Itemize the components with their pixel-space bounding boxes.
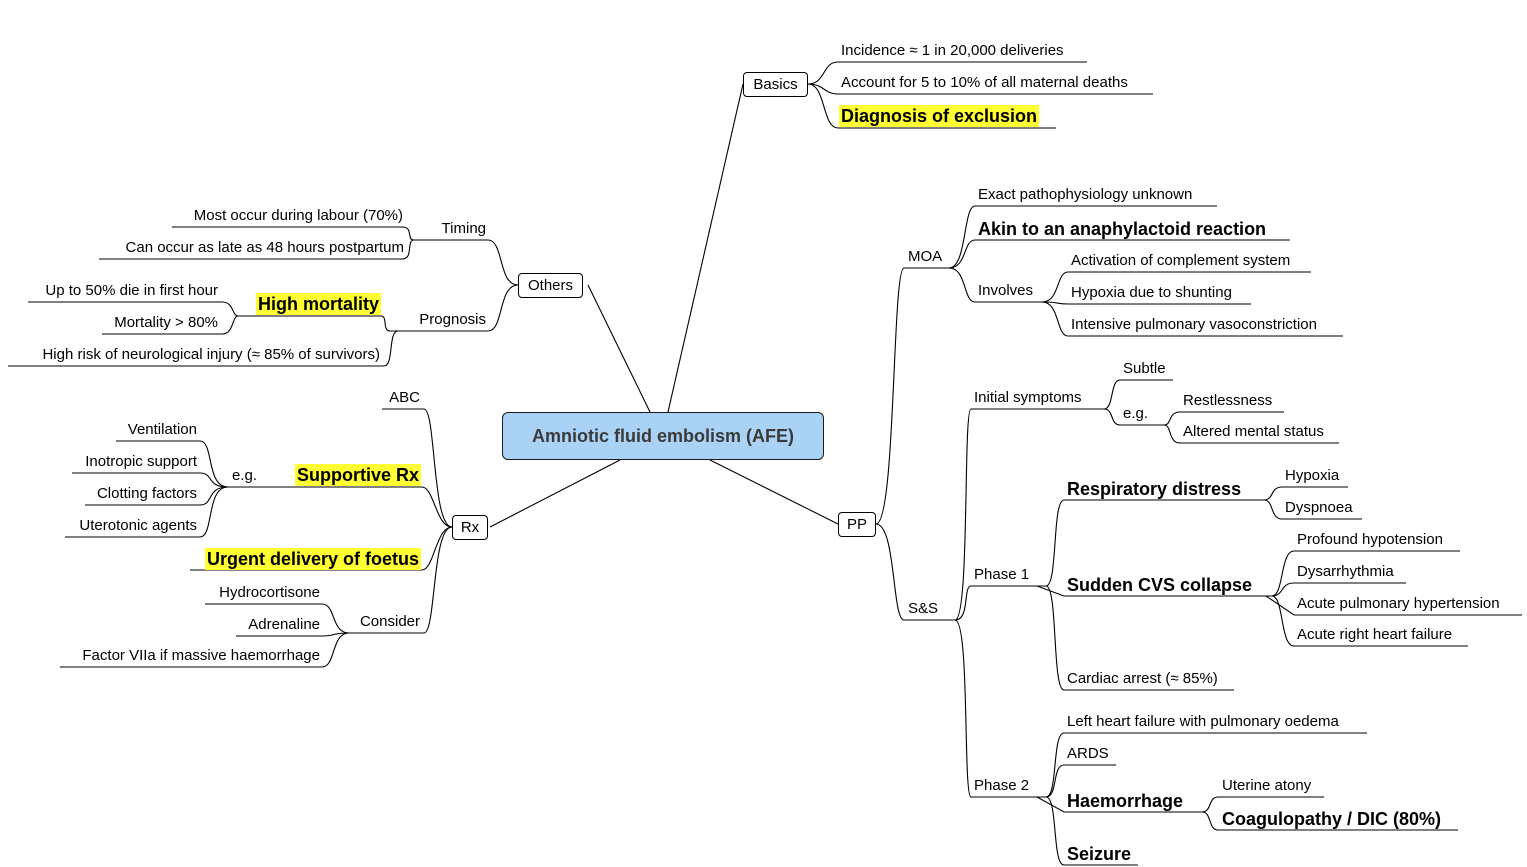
branch-others[interactable]: Others bbox=[518, 273, 583, 298]
supportive-eg-node: e.g. bbox=[231, 467, 257, 484]
link-central-basics bbox=[667, 83, 744, 413]
incidence-node: Incidence ≈ 1 in 20,000 deliveries bbox=[841, 42, 1064, 59]
urgent-delivery-node: Urgent delivery of foetus bbox=[204, 548, 421, 570]
initial-eg-node: e.g. bbox=[1123, 405, 1149, 422]
pathophysiology-node: Exact pathophysiology unknown bbox=[978, 186, 1193, 203]
vasoconstriction-node: Intensive pulmonary vasoconstriction bbox=[1071, 316, 1317, 333]
phase2-node: Phase 2 bbox=[974, 777, 1030, 794]
left-heart-failure-node: Left heart failure with pulmonary oedema bbox=[1067, 713, 1339, 730]
cvs-collapse-node: Sudden CVS collapse bbox=[1067, 575, 1253, 595]
consider-node: Consider bbox=[359, 613, 420, 630]
link-central-pp bbox=[709, 459, 839, 525]
coagulopathy-node: Coagulopathy / DIC (80%) bbox=[1222, 809, 1442, 829]
link-central-rx bbox=[489, 459, 621, 528]
hypoxia-node: Hypoxia bbox=[1285, 467, 1340, 484]
timing-node: Timing bbox=[441, 220, 486, 237]
high-mortality-node: High mortality bbox=[255, 293, 381, 315]
branch-others-label: Others bbox=[527, 277, 573, 294]
ss-node: S&S bbox=[908, 600, 939, 617]
first-hour-node: Up to 50% die in first hour bbox=[45, 282, 218, 299]
branch-pp-label: PP bbox=[846, 516, 867, 533]
central-topic-label: Amniotic fluid embolism (AFE) bbox=[531, 425, 794, 446]
diagnosis-of-exclusion-node: Diagnosis of exclusion bbox=[839, 105, 1040, 127]
uterine-atony-node: Uterine atony bbox=[1222, 777, 1312, 794]
altered-mental-node: Altered mental status bbox=[1183, 423, 1324, 440]
branch-pp[interactable]: PP bbox=[838, 512, 876, 537]
uterotonic-node: Uterotonic agents bbox=[79, 517, 197, 534]
mortality-rate-node: Mortality > 80% bbox=[114, 314, 218, 331]
dysrhythmia-node: Dysarrhythmia bbox=[1297, 563, 1394, 580]
abc-node: ABC bbox=[389, 389, 420, 406]
branch-rx[interactable]: Rx bbox=[452, 515, 488, 540]
complement-node: Activation of complement system bbox=[1071, 252, 1291, 269]
link-central-others bbox=[587, 284, 651, 413]
hypotension-node: Profound hypotension bbox=[1297, 531, 1443, 548]
respiratory-distress-node: Respiratory distress bbox=[1067, 479, 1242, 499]
pulmonary-hypertension-node: Acute pulmonary hypertension bbox=[1297, 595, 1500, 612]
branch-basics[interactable]: Basics bbox=[743, 72, 808, 97]
postpartum-node: Can occur as late as 48 hours postpartum bbox=[125, 239, 404, 256]
cardiac-arrest-node: Cardiac arrest (≈ 85%) bbox=[1067, 670, 1218, 687]
central-topic[interactable]: Amniotic fluid embolism (AFE) bbox=[502, 412, 824, 460]
moa-node: MOA bbox=[908, 248, 943, 265]
inotropic-node: Inotropic support bbox=[85, 453, 197, 470]
dyspnoea-node: Dyspnoea bbox=[1285, 499, 1353, 516]
ventilation-node: Ventilation bbox=[127, 421, 197, 438]
adrenaline-node: Adrenaline bbox=[248, 616, 320, 633]
hydrocortisone-node: Hydrocortisone bbox=[219, 584, 320, 601]
initial-symptoms-node: Initial symptoms bbox=[974, 389, 1082, 406]
branch-basics-label: Basics bbox=[753, 76, 798, 93]
maternal-deaths-node: Account for 5 to 10% of all maternal dea… bbox=[841, 74, 1128, 91]
seizure-node: Seizure bbox=[1067, 844, 1132, 864]
right-heart-failure-node: Acute right heart failure bbox=[1297, 626, 1453, 643]
clotting-node: Clotting factors bbox=[96, 485, 197, 502]
phase1-node: Phase 1 bbox=[974, 566, 1030, 583]
anaphylactoid-node: Akin to an anaphylactoid reaction bbox=[978, 219, 1267, 239]
branch-rx-label: Rx bbox=[460, 519, 480, 536]
involves-node: Involves bbox=[978, 282, 1034, 299]
prognosis-node: Prognosis bbox=[419, 311, 486, 328]
subtle-node: Subtle bbox=[1123, 360, 1166, 377]
factor-viia-node: Factor VIIa if massive haemorrhage bbox=[82, 647, 320, 664]
labour-node: Most occur during labour (70%) bbox=[193, 207, 403, 224]
haemorrhage-node: Haemorrhage bbox=[1067, 791, 1184, 811]
supportive-rx-node: Supportive Rx bbox=[294, 464, 421, 486]
shunting-node: Hypoxia due to shunting bbox=[1071, 284, 1232, 301]
restlessness-node: Restlessness bbox=[1183, 392, 1273, 409]
ards-node: ARDS bbox=[1067, 745, 1109, 762]
neuro-injury-node: High risk of neurological injury (≈ 85% … bbox=[42, 346, 380, 363]
